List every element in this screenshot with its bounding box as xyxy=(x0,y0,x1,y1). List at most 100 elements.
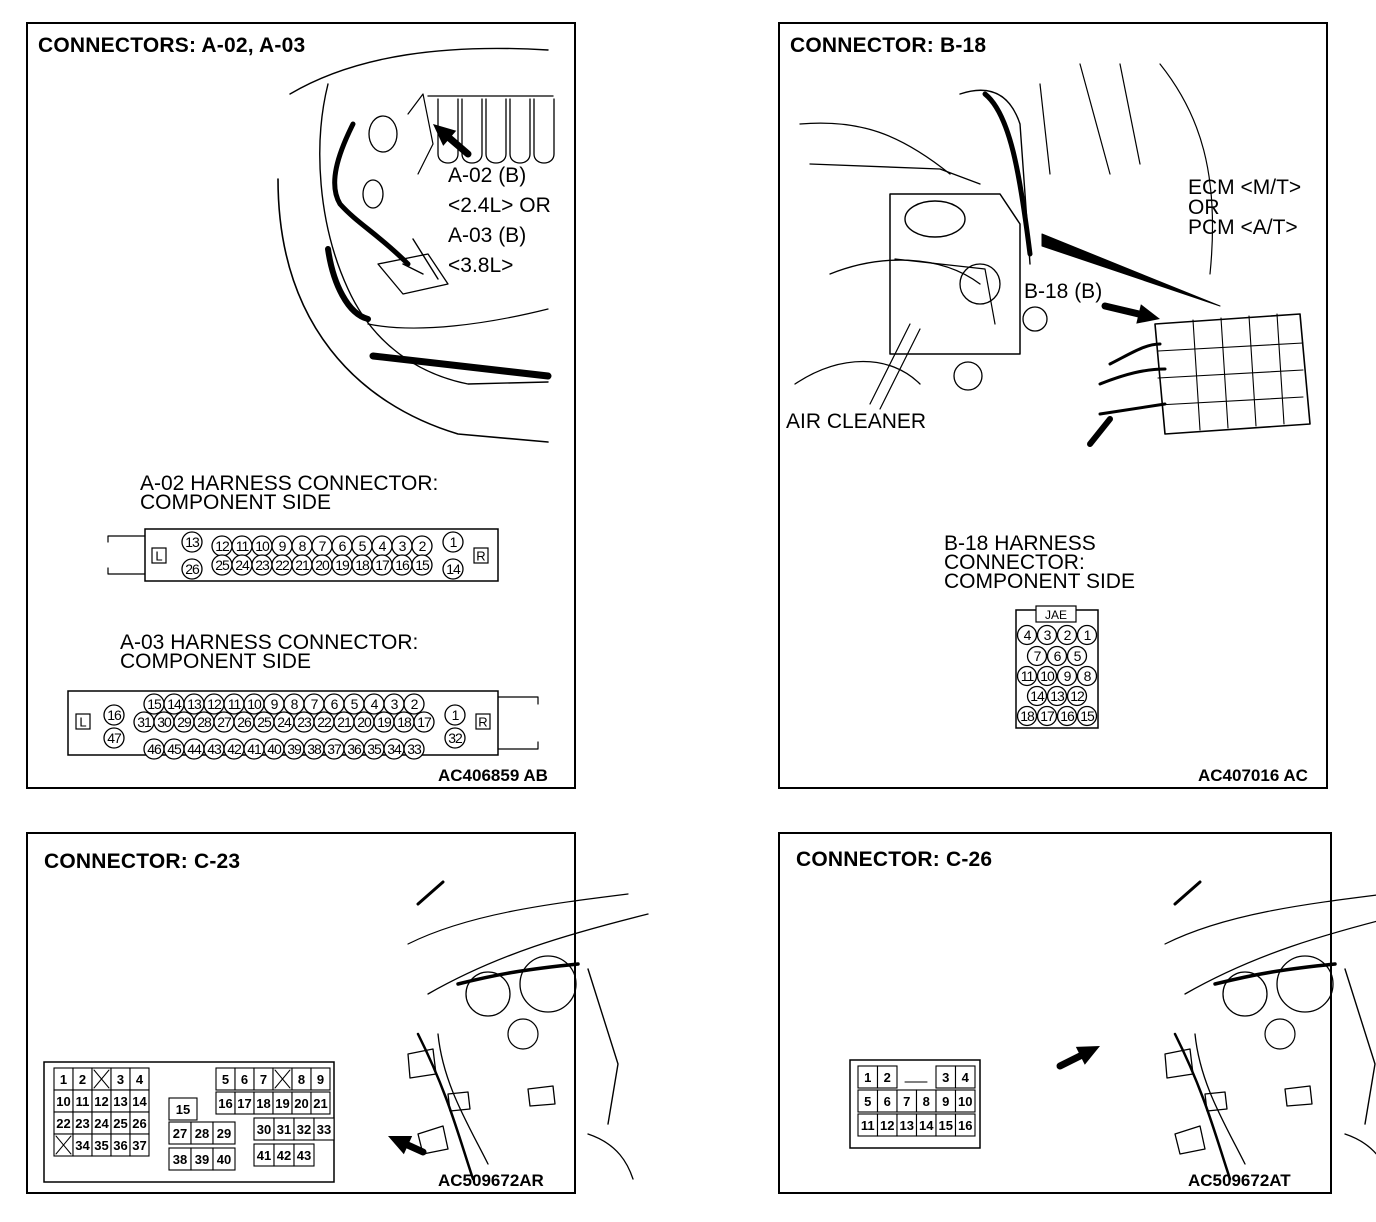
bracket xyxy=(377,253,449,295)
pin-number: 32 xyxy=(448,730,463,746)
connector-pin: 16 xyxy=(391,554,413,576)
pin-number: 16 xyxy=(107,707,122,723)
connector-pin: 12 xyxy=(1066,685,1088,707)
connector-pin: 17 xyxy=(1036,705,1058,727)
c26-number: 2 xyxy=(884,1070,891,1085)
connector-pin: 13 xyxy=(1046,685,1068,707)
pin-number: 15 xyxy=(147,696,162,712)
inline-connector xyxy=(527,1085,556,1107)
side-marker-label: L xyxy=(79,715,86,730)
fender-line xyxy=(794,360,921,385)
pin-number: 15 xyxy=(415,557,430,573)
connector-pin: 1 xyxy=(442,531,464,553)
connector-pin: 41 xyxy=(243,738,265,760)
pin-number: 17 xyxy=(417,714,432,730)
connector-pin: 3 xyxy=(1036,624,1058,646)
c23-left-number: 10 xyxy=(56,1094,70,1109)
pin-number: 7 xyxy=(1034,648,1042,664)
c26-number: 4 xyxy=(962,1070,970,1085)
pin-number: 19 xyxy=(335,557,350,573)
c23-right-number: 20 xyxy=(294,1096,308,1111)
pin-number: 11 xyxy=(236,538,250,554)
panel-title: CONNECTORS: A-02, A-03 xyxy=(38,34,306,57)
connector-pin: 20 xyxy=(353,711,375,733)
air-cleaner-cap xyxy=(904,200,966,238)
pin-number: 26 xyxy=(237,714,252,730)
side-marker-box xyxy=(75,713,91,730)
c23-mid-number: 28 xyxy=(195,1126,209,1141)
c23-mid-number: 40 xyxy=(217,1152,231,1167)
ecm-rib xyxy=(1248,315,1257,427)
c23-right-number: 9 xyxy=(317,1072,324,1087)
a03-callout-label: A-03 (B) xyxy=(448,224,527,247)
pin-circle xyxy=(403,738,425,760)
pin-circle xyxy=(1016,705,1038,727)
connector-pin: 7 xyxy=(1026,645,1048,667)
connector-pin: 31 xyxy=(133,711,155,733)
connector-pin: 34 xyxy=(383,738,405,760)
inline-connector xyxy=(417,1125,449,1155)
pin-number: 4 xyxy=(371,696,379,712)
side-harness xyxy=(325,246,371,322)
a02-arrow-shaft xyxy=(446,134,472,158)
c23-left-number: 37 xyxy=(132,1138,146,1153)
blank-cell-cross xyxy=(93,1069,110,1089)
pin-circle xyxy=(103,704,125,726)
harness-branch xyxy=(1194,1033,1246,1165)
windshield-line xyxy=(1164,894,1376,945)
intake-runner xyxy=(485,98,507,164)
reservoir-cap xyxy=(368,115,398,153)
pin-number: 24 xyxy=(277,714,292,730)
pin-number: 46 xyxy=(147,741,162,757)
pin-circle xyxy=(1076,705,1098,727)
lower-harness xyxy=(1344,1133,1376,1155)
dash-top-line xyxy=(1184,920,1376,995)
connector-pin: 10 xyxy=(1036,665,1058,687)
c23-left-number: 3 xyxy=(117,1072,124,1087)
pin-number: 11 xyxy=(1021,668,1035,684)
pin-number: 1 xyxy=(1084,627,1092,643)
air-cleaner-box xyxy=(889,193,1021,355)
hose xyxy=(407,93,434,175)
pin-number: 7 xyxy=(311,696,319,712)
connector-pin: 27 xyxy=(213,711,235,733)
c23-mid-number: 39 xyxy=(195,1152,209,1167)
c26-cell xyxy=(876,1065,898,1089)
pin-number: 8 xyxy=(299,538,307,554)
pin-number: 13 xyxy=(187,696,202,712)
pin-circle xyxy=(442,531,464,553)
c23-right-number: 43 xyxy=(297,1148,311,1163)
pin-number: 38 xyxy=(307,741,322,757)
pin-circle xyxy=(444,704,466,726)
pin-number: 20 xyxy=(315,557,330,573)
zoom-wedge xyxy=(1041,233,1221,307)
pin-number: 14 xyxy=(446,561,461,577)
pin-number: 18 xyxy=(397,714,412,730)
module-label-line1: ECM <M/T> xyxy=(1188,176,1302,199)
connector-pin: 4 xyxy=(363,693,385,715)
firewall-line xyxy=(1039,63,1141,175)
c23-right-number: 16 xyxy=(218,1096,232,1111)
inline-connector xyxy=(1284,1085,1313,1107)
connector-pin: 30 xyxy=(153,711,175,733)
pin-number: 43 xyxy=(207,741,222,757)
pin-circle xyxy=(1036,705,1058,727)
air-cleaner-leader xyxy=(869,323,921,410)
pin-number: 18 xyxy=(1020,708,1035,724)
connector-pin: 23 xyxy=(293,711,315,733)
c23-mid-number: 38 xyxy=(173,1152,187,1167)
pin-number: 28 xyxy=(197,714,212,730)
pin-number: 10 xyxy=(1040,668,1055,684)
vent-circle xyxy=(1264,1018,1296,1050)
harness-branch xyxy=(437,1033,489,1165)
connector-pin: 11 xyxy=(1016,665,1038,687)
pin-circle xyxy=(1056,665,1078,687)
pin-circle xyxy=(1066,685,1088,707)
c26-cell xyxy=(954,1089,976,1113)
pin-number: 12 xyxy=(215,538,230,554)
c23-left-number: 11 xyxy=(76,1094,90,1109)
c23-left-number: 25 xyxy=(113,1116,127,1131)
